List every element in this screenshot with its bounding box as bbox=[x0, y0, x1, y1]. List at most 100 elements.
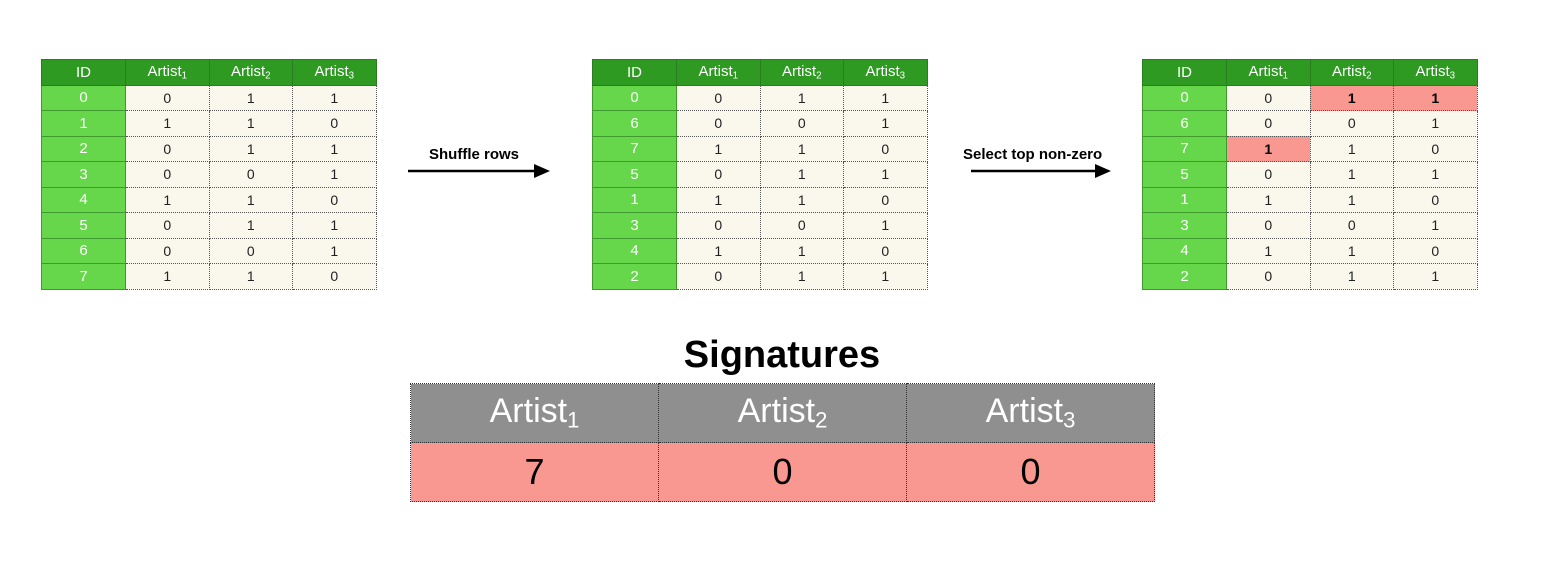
row-id-cell: 2 bbox=[592, 263, 677, 290]
header-id: ID bbox=[41, 59, 126, 86]
matrix-cell: 0 bbox=[1393, 135, 1478, 162]
row-id-cell: 2 bbox=[41, 135, 126, 162]
row-id-cell: 4 bbox=[592, 237, 677, 264]
matrix-cell: 1 bbox=[676, 135, 761, 162]
matrix-cell: 1 bbox=[292, 135, 377, 162]
row-id-cell: 6 bbox=[592, 110, 677, 137]
header-artist3: Artist3 bbox=[843, 59, 928, 86]
matrix-cell: 1 bbox=[1393, 263, 1478, 290]
matrix-cell: 1 bbox=[1393, 212, 1478, 239]
matrix-cell: 1 bbox=[125, 110, 210, 137]
row-id-cell: 5 bbox=[41, 212, 126, 239]
matrix-cell: 1 bbox=[843, 84, 928, 111]
header-id: ID bbox=[592, 59, 677, 86]
matrix-cell: 1 bbox=[843, 263, 928, 290]
matrix-cell: 0 bbox=[208, 237, 293, 264]
header-artist3: Artist3 bbox=[1393, 59, 1478, 86]
matrix-cell: 1 bbox=[208, 84, 293, 111]
row-id-cell: 1 bbox=[592, 186, 677, 213]
header-id: ID bbox=[1142, 59, 1227, 86]
matrix-cell: 1 bbox=[208, 110, 293, 137]
signatures-value-row: 7 0 0 bbox=[410, 442, 1155, 502]
matrix-cell: 1 bbox=[292, 237, 377, 264]
highlighted-cell: 1 bbox=[1309, 84, 1394, 111]
header-artist2: Artist2 bbox=[1309, 59, 1394, 86]
matrix-cell: 1 bbox=[676, 237, 761, 264]
matrix-cell: 1 bbox=[1309, 161, 1394, 188]
row-id-cell: 7 bbox=[592, 135, 677, 162]
matrix-cell: 0 bbox=[1309, 110, 1394, 137]
matrix-cell: 0 bbox=[1393, 186, 1478, 213]
matrix-cell: 0 bbox=[1393, 237, 1478, 264]
signature-value-artist2: 0 bbox=[658, 442, 907, 502]
matrix-cell: 0 bbox=[843, 186, 928, 213]
matrix-cell: 0 bbox=[208, 161, 293, 188]
row-id-cell: 1 bbox=[41, 110, 126, 137]
matrix-cell: 1 bbox=[292, 161, 377, 188]
matrix-cell: 0 bbox=[1226, 263, 1311, 290]
matrix-cell: 0 bbox=[759, 212, 844, 239]
row-id-cell: 3 bbox=[592, 212, 677, 239]
signature-header-artist2: Artist2 bbox=[658, 383, 907, 443]
matrix-cell: 1 bbox=[125, 186, 210, 213]
matrix-cell: 0 bbox=[843, 237, 928, 264]
shuffle-arrow-icon bbox=[408, 164, 550, 178]
select-top-nonzero-label: Select top non-zero bbox=[963, 146, 1103, 163]
row-id-cell: 0 bbox=[1142, 84, 1227, 111]
signatures-title: Signatures bbox=[683, 334, 881, 376]
matrix-cell: 0 bbox=[676, 263, 761, 290]
matrix-cell: 1 bbox=[759, 263, 844, 290]
matrix-cell: 1 bbox=[208, 212, 293, 239]
matrix-cell: 1 bbox=[208, 135, 293, 162]
matrix-cell: 0 bbox=[1226, 212, 1311, 239]
row-id-cell: 7 bbox=[41, 263, 126, 290]
signature-value-artist3: 0 bbox=[906, 442, 1155, 502]
highlighted-cell: 1 bbox=[1226, 135, 1311, 162]
matrix-cell: 0 bbox=[292, 110, 377, 137]
matrix-cell: 1 bbox=[1393, 110, 1478, 137]
signatures-table: Artist1 Artist2 Artist3 7 0 0 bbox=[410, 383, 1155, 502]
matrix-cell: 1 bbox=[1309, 263, 1394, 290]
signature-header-artist1: Artist1 bbox=[410, 383, 659, 443]
row-id-cell: 0 bbox=[592, 84, 677, 111]
matrix-cell: 0 bbox=[759, 110, 844, 137]
highlighted-cell: 1 bbox=[1393, 84, 1478, 111]
matrix-cell: 0 bbox=[292, 263, 377, 290]
row-id-cell: 5 bbox=[592, 161, 677, 188]
matrix-cell: 0 bbox=[125, 84, 210, 111]
header-artist1: Artist1 bbox=[676, 59, 761, 86]
matrix-cell: 1 bbox=[1393, 161, 1478, 188]
select-arrow-icon bbox=[971, 164, 1111, 178]
matrix-cell: 0 bbox=[676, 84, 761, 111]
header-artist3: Artist3 bbox=[292, 59, 377, 86]
signature-value-artist1: 7 bbox=[410, 442, 659, 502]
matrix-cell: 1 bbox=[759, 186, 844, 213]
header-artist2: Artist2 bbox=[208, 59, 293, 86]
matrix-cell: 1 bbox=[1309, 237, 1394, 264]
matrix-cell: 0 bbox=[1309, 212, 1394, 239]
header-artist2: Artist2 bbox=[759, 59, 844, 86]
matrix-cell: 1 bbox=[292, 84, 377, 111]
matrix-cell: 0 bbox=[1226, 161, 1311, 188]
row-id-cell: 1 bbox=[1142, 186, 1227, 213]
row-id-cell: 7 bbox=[1142, 135, 1227, 162]
matrix-cell: 0 bbox=[1226, 110, 1311, 137]
row-id-cell: 2 bbox=[1142, 263, 1227, 290]
